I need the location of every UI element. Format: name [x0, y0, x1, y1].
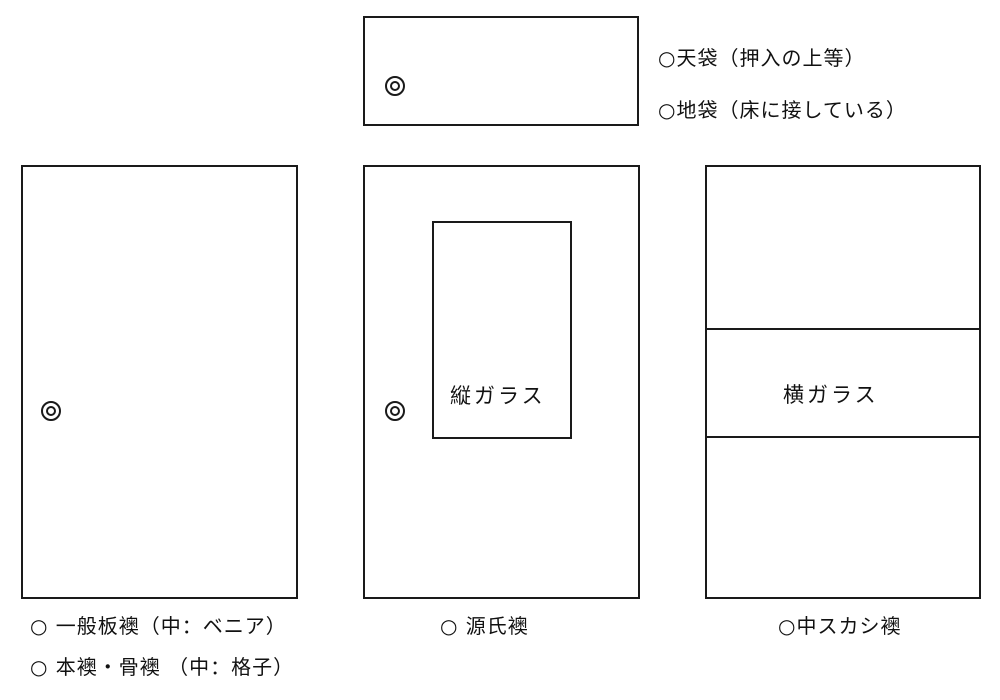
- legend-tenbukuro: ○天袋（押入の上等）: [658, 46, 866, 70]
- pull-handle-icon: [385, 401, 405, 421]
- glass-top-divider: [707, 328, 979, 330]
- caption-nakasukashi-fusuma: ○中スカシ襖: [778, 614, 902, 638]
- pull-handle-icon: [385, 76, 405, 96]
- fukuro-cabinet-panel: [363, 16, 639, 126]
- general-fusuma-panel: [21, 165, 298, 599]
- horizontal-glass-label: 横ガラス: [783, 383, 879, 407]
- legend-jibukuro: ○地袋（床に接している）: [658, 98, 907, 122]
- vertical-glass-pane: 縦ガラス: [432, 221, 572, 439]
- nakasukashi-fusuma-panel: 横ガラス: [705, 165, 981, 599]
- caption-general-fusuma: ○ 一般板襖（中：ベニア）: [30, 614, 287, 638]
- vertical-glass-label: 縦ガラス: [450, 384, 546, 408]
- pull-handle-icon: [41, 401, 61, 421]
- genji-fusuma-panel: 縦ガラス: [363, 165, 640, 599]
- caption-genji-fusuma: ○ 源氏襖: [440, 614, 529, 638]
- glass-bottom-divider: [707, 436, 979, 438]
- caption-hon-fusuma: ○ 本襖・骨襖 （中：格子）: [30, 655, 295, 679]
